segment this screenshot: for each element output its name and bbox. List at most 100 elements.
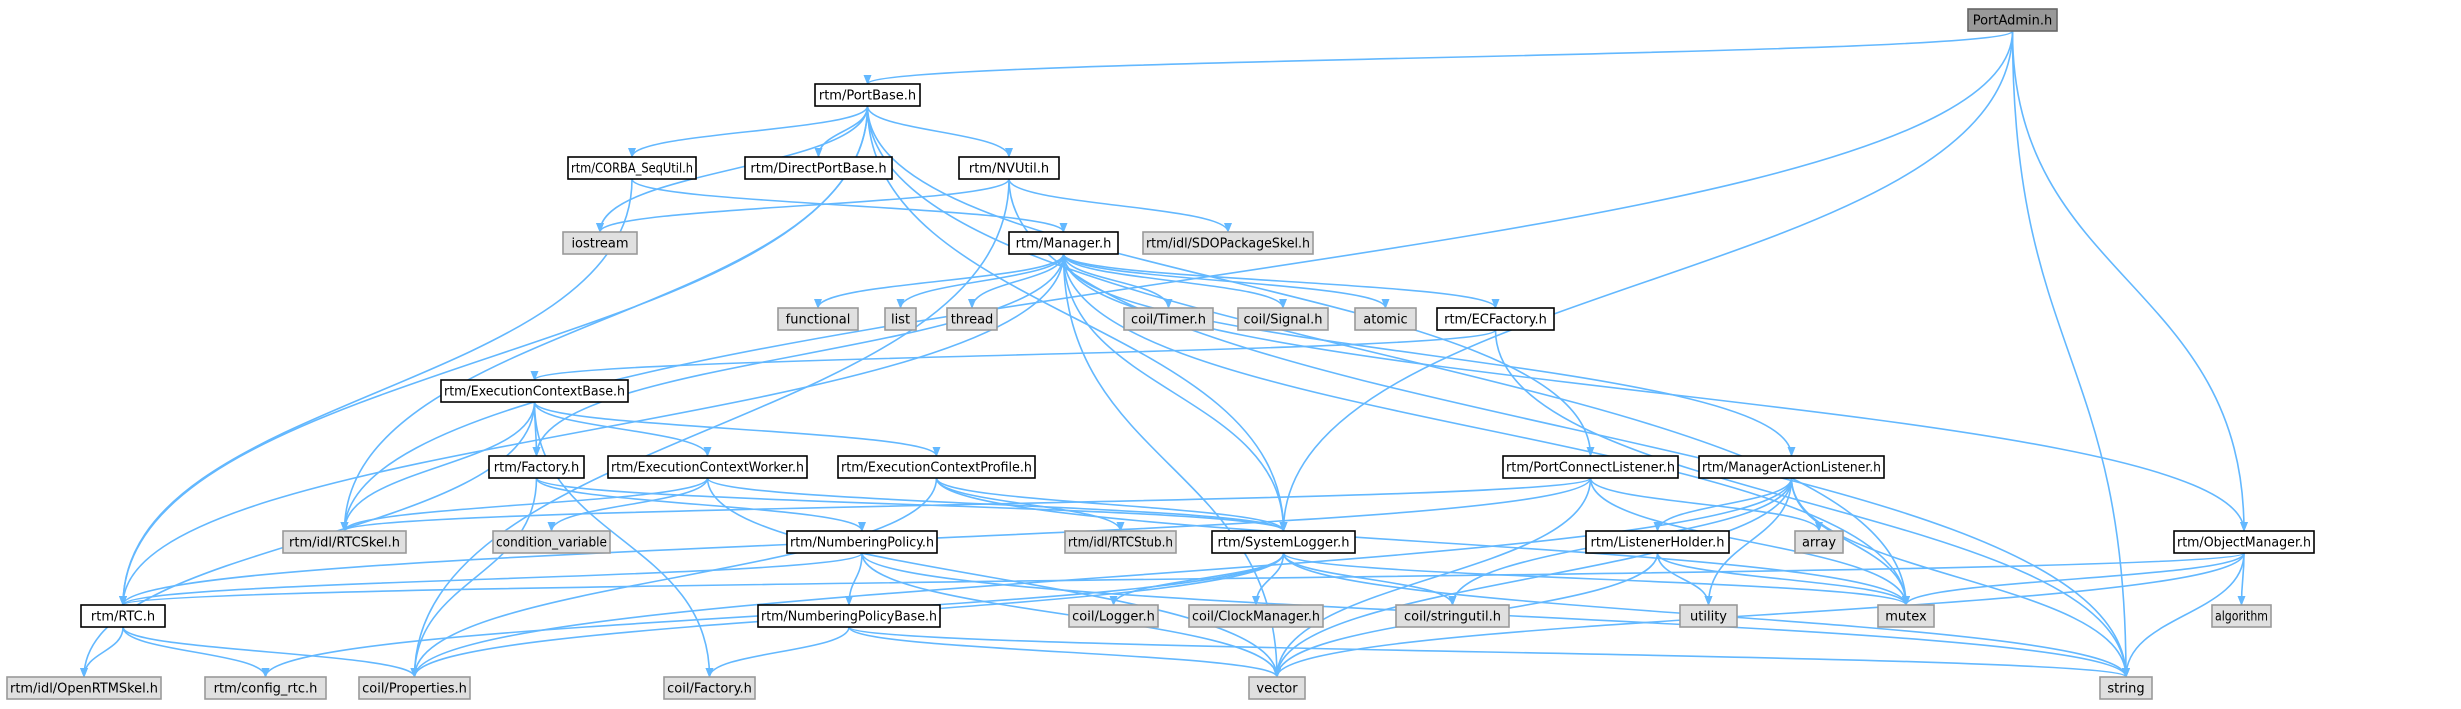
node-mutex: mutex: [1877, 604, 1935, 628]
node-box-portconnect: [1502, 455, 1679, 479]
node-condvar: condition_variable: [492, 530, 611, 554]
node-portadmin[interactable]: PortAdmin.h: [1967, 8, 2058, 32]
node-label-list: list: [891, 313, 910, 328]
node-box-corba: [567, 156, 697, 180]
node-label-objmanager: rtm/ObjectManager.h: [2177, 536, 2311, 551]
node-timer: coil/Timer.h: [1123, 307, 1214, 331]
node-syslogger[interactable]: rtm/SystemLogger.h: [1211, 530, 1356, 554]
node-listenerholder[interactable]: rtm/ListenerHolder.h: [1585, 530, 1730, 554]
node-vector: vector: [1248, 676, 1306, 700]
edge-syslogger-to-clockmgr: [1252, 552, 1285, 606]
edge-ecbase-to-rtcskel: [340, 401, 536, 532]
node-directportbase[interactable]: rtm/DirectPortBase.h: [744, 156, 893, 180]
node-box-atomic: [1354, 307, 1417, 331]
node-portbase[interactable]: rtm/PortBase.h: [814, 83, 921, 107]
node-ecprofile[interactable]: rtm/ExecutionContextProfile.h: [837, 455, 1036, 479]
edge-ecprofile-to-properties: [410, 477, 938, 678]
node-coilfactory: coil/Factory.h: [663, 676, 756, 700]
node-label-signal: coil/Signal.h: [1243, 313, 1322, 328]
node-functional: functional: [777, 307, 859, 331]
node-label-clockmgr: coil/ClockManager.h: [1192, 610, 1320, 625]
edge-portadmin-to-portbase: [863, 30, 2014, 85]
node-ecfactory[interactable]: rtm/ECFactory.h: [1436, 307, 1555, 331]
node-numpolicybase[interactable]: rtm/NumberingPolicyBase.h: [757, 604, 941, 628]
node-layer: PortAdmin.h rtm/PortBase.h rtm/CORBA_SeqUt…: [6, 8, 2315, 700]
node-manager[interactable]: rtm/Manager.h: [1008, 231, 1119, 255]
node-label-algorithm: algorithm: [2215, 610, 2268, 625]
node-objmanager[interactable]: rtm/ObjectManager.h: [2173, 530, 2315, 554]
node-label-configrtc: rtm/config_rtc.h: [214, 682, 318, 697]
node-label-utility: utility: [1690, 610, 1727, 625]
edge-manager-to-manageraction: [1062, 253, 1796, 457]
node-box-mutex: [1877, 604, 1935, 628]
edge-portadmin-to-objmanager: [2011, 30, 2248, 532]
node-rtcskel: rtm/idl/RTCSkel.h: [282, 530, 407, 554]
edge-manageraction-to-properties: [410, 477, 1793, 678]
edge-ecfactory-to-ecbase: [530, 329, 1497, 381]
node-label-ecworker: rtm/ExecutionContextWorker.h: [611, 461, 804, 476]
node-box-list: [884, 307, 917, 331]
edge-portconnect-to-mutex: [1589, 477, 1910, 606]
edge-factory-to-syslogger: [535, 477, 1288, 532]
edge-manager-to-list: [896, 253, 1065, 309]
node-utility: utility: [1679, 604, 1738, 628]
edge-numpolicy-to-numpolicybase: [845, 552, 863, 606]
edge-manageraction-to-vector: [1273, 477, 1793, 678]
edge-manager-to-rtc: [119, 253, 1065, 606]
edge-corba-to-manager: [631, 178, 1068, 233]
node-corba[interactable]: rtm/CORBA_SeqUtil.h: [567, 156, 697, 180]
edge-manager-to-vector: [1062, 253, 1281, 678]
node-sdopackage: rtm/idl/SDOPackageSkel.h: [1142, 231, 1314, 255]
node-box-rtcskel: [282, 530, 407, 554]
node-box-listenerholder: [1585, 530, 1730, 554]
node-nvutil[interactable]: rtm/NVUtil.h: [958, 156, 1060, 180]
node-clockmgr: coil/ClockManager.h: [1188, 604, 1324, 628]
edge-manager-to-thread: [968, 253, 1065, 309]
node-box-factory: [488, 455, 585, 479]
node-label-thread: thread: [951, 313, 994, 328]
edge-objmanager-to-rtc: [119, 552, 2245, 606]
node-portconnect[interactable]: rtm/PortConnectListener.h: [1502, 455, 1679, 479]
edge-portbase-to-mutex: [866, 105, 1910, 606]
node-numpolicy[interactable]: rtm/NumberingPolicy.h: [786, 530, 938, 554]
node-box-portbase: [814, 83, 921, 107]
node-label-numpolicybase: rtm/NumberingPolicyBase.h: [761, 610, 937, 625]
node-iostream: iostream: [562, 231, 638, 255]
node-box-functional: [777, 307, 859, 331]
edge-portbase-to-nvutil: [866, 105, 1013, 158]
edge-nvutil-to-sdopackage: [1008, 178, 1232, 233]
edge-portbase-to-iostream: [596, 105, 869, 233]
node-label-rtcskel: rtm/idl/RTCSkel.h: [289, 536, 400, 551]
node-label-portadmin: PortAdmin.h: [1973, 14, 2053, 29]
node-ecbase[interactable]: rtm/ExecutionContextBase.h: [440, 379, 629, 403]
node-box-vector: [1248, 676, 1306, 700]
edge-numpolicybase-to-vector: [848, 626, 1281, 678]
node-label-listenerholder: rtm/ListenerHolder.h: [1591, 536, 1725, 551]
node-label-sdopackage: rtm/idl/SDOPackageSkel.h: [1146, 237, 1310, 252]
edge-manager-to-signal: [1062, 253, 1287, 309]
node-label-ecbase: rtm/ExecutionContextBase.h: [444, 385, 625, 400]
node-box-rtcstub: [1064, 530, 1177, 554]
node-box-string: [2099, 676, 2153, 700]
node-box-iostream: [562, 231, 638, 255]
node-box-numpolicybase: [757, 604, 941, 628]
edge-manager-to-atomic: [1062, 253, 1390, 309]
edge-manageraction-to-listenerholder: [1653, 477, 1793, 532]
node-manageraction[interactable]: rtm/ManagerActionListener.h: [1698, 455, 1885, 479]
node-factory[interactable]: rtm/Factory.h: [488, 455, 585, 479]
node-label-atomic: atomic: [1363, 313, 1407, 328]
node-box-numpolicy: [786, 530, 938, 554]
edge-listenerholder-to-utility: [1656, 552, 1713, 606]
node-box-sdopackage: [1142, 231, 1314, 255]
edge-objmanager-to-string: [2122, 552, 2245, 678]
node-box-thread: [946, 307, 998, 331]
edge-rtc-to-openrtm: [80, 626, 124, 678]
node-label-openrtm: rtm/idl/OpenRTMSkel.h: [10, 682, 158, 697]
edge-layer: [80, 30, 2248, 678]
node-ecworker[interactable]: rtm/ExecutionContextWorker.h: [607, 455, 808, 479]
edge-portadmin-to-syslogger: [1279, 30, 2014, 532]
node-label-portconnect: rtm/PortConnectListener.h: [1506, 461, 1675, 476]
edge-portconnect-to-rtcskel: [340, 477, 1592, 532]
node-rtc[interactable]: rtm/RTC.h: [80, 604, 166, 628]
node-box-directportbase: [744, 156, 893, 180]
